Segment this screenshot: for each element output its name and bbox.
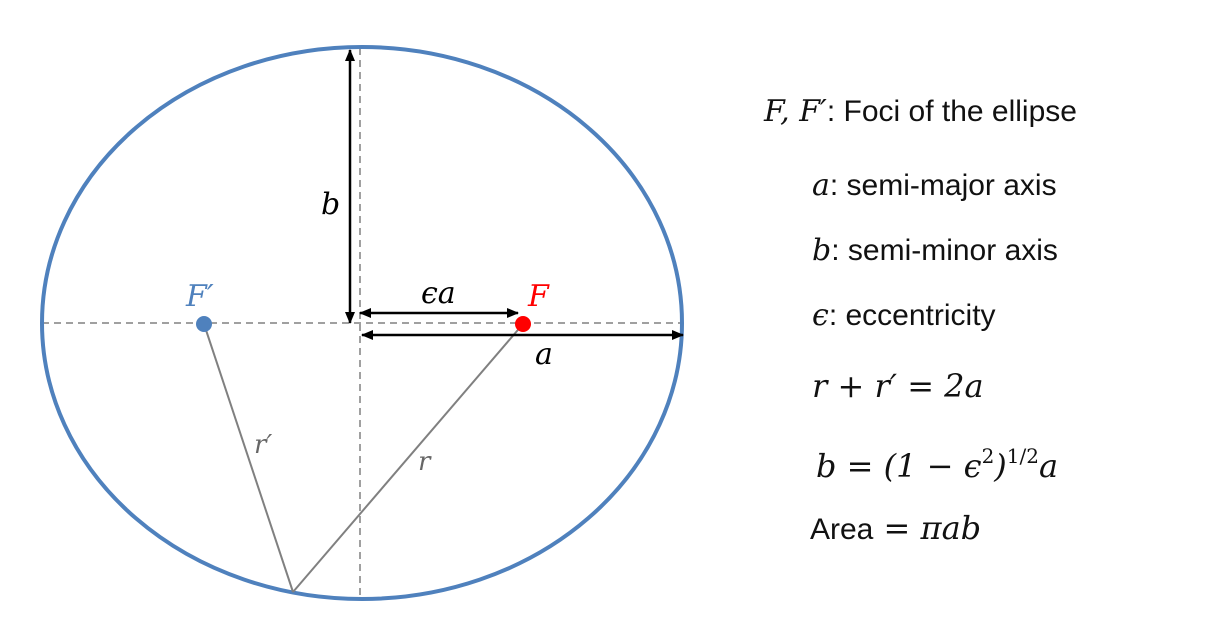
legend-b-text: : semi-minor axis [831,234,1058,267]
eq2-lhs: b = (1 − ϵ [816,447,982,485]
radius-r-line [292,323,524,593]
label-focus-f: F [527,279,550,314]
legend-e-symbol: ϵ [812,298,829,333]
legend-b-symbol: b [812,233,832,268]
eq2-rhs: a [1038,447,1059,485]
label-a: a [535,337,553,372]
legend-a: a: semi-major axis [812,166,1057,206]
radius-r-prime-line [203,323,294,593]
label-r: r [418,447,432,477]
area-rest: = πab [873,509,982,547]
legend-e-text: : eccentricity [828,299,996,332]
label-r-prime: r′ [254,430,272,460]
equation-sum-of-radii: r + r′ = 2a [812,366,984,406]
label-b: b [321,187,340,222]
legend-a-symbol: a [812,168,830,203]
area-word: Area [810,513,874,546]
equation-area: Area = πab [810,508,981,550]
focus-f-prime-dot [196,316,212,332]
legend-eccentricity: ϵ: eccentricity [812,296,996,336]
focus-f-dot [515,316,531,332]
legend-foci-symbol: F, F′ [764,94,827,129]
legend-foci-text: : Foci of the ellipse [826,95,1077,128]
equation-b-relation: b = (1 − ϵ2)1/2a [816,436,1058,486]
legend-foci: F, F′: Foci of the ellipse [764,92,1077,132]
label-focus-f-prime: F′ [185,279,214,314]
ellipse-outline [40,45,684,601]
legend-a-text: : semi-major axis [829,169,1057,202]
label-epsilon-a: ϵa [421,276,456,311]
eq2-mid: ) [994,447,1007,485]
legend-b: b: semi-minor axis [812,231,1058,271]
eq2-exp1: 2 [981,444,995,468]
equation-sum-of-radii-text: r + r′ = 2a [812,367,984,405]
eq2-exp2: 1/2 [1006,444,1039,468]
